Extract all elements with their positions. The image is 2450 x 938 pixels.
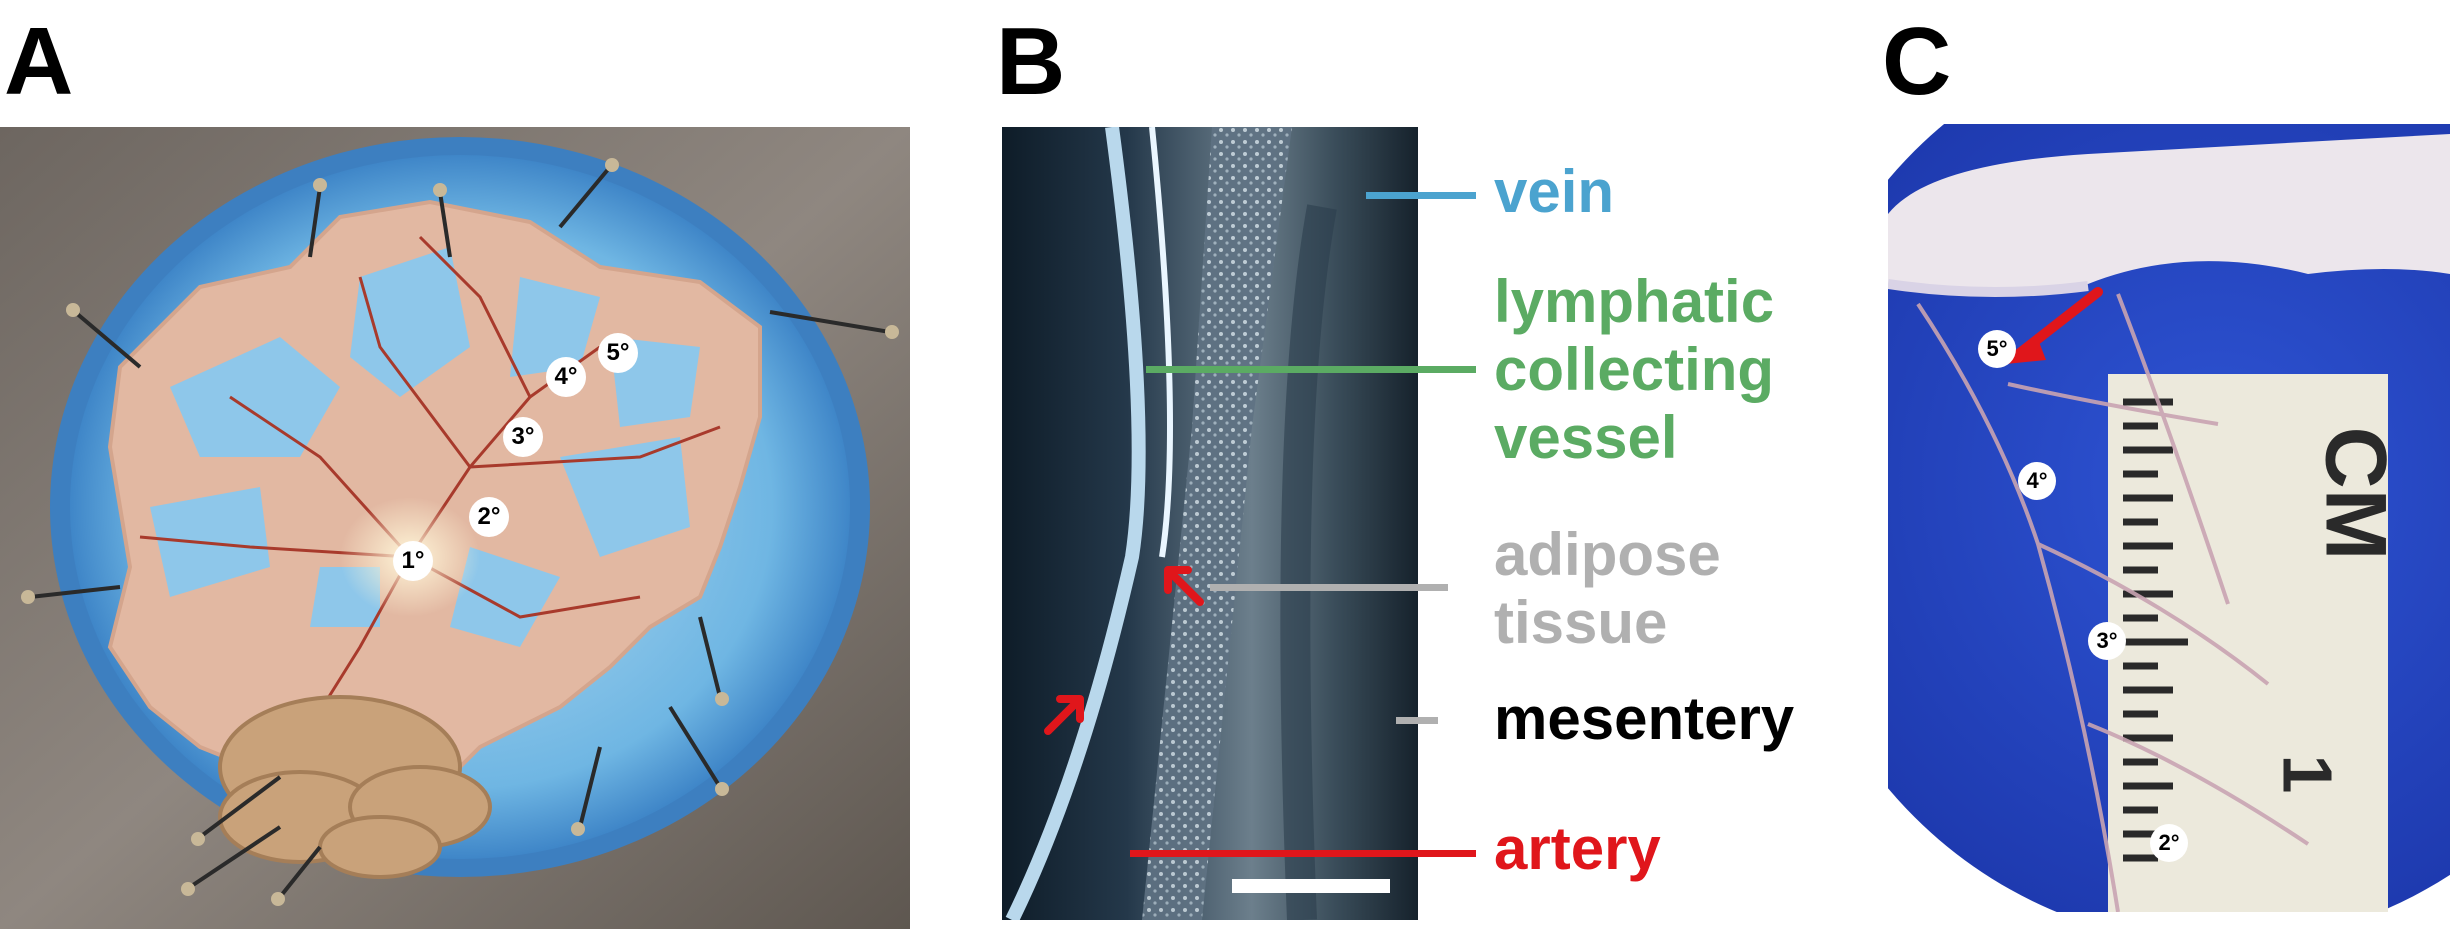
red-arrow-icon xyxy=(1044,695,1084,735)
panel-letter-b: B xyxy=(996,8,1066,115)
branch-order-badge-2: 2° xyxy=(469,497,509,537)
panel-letter-a: A xyxy=(4,8,74,115)
artery-label: artery xyxy=(1494,815,1661,882)
lymphatic-leader-line xyxy=(1146,366,1476,373)
branch-order-badge-5: 5° xyxy=(598,333,638,373)
mesentery-dish-illustration xyxy=(0,127,910,929)
adipose-leader-line xyxy=(1210,584,1448,591)
artery-leader-line xyxy=(1130,850,1476,857)
red-arrow-icon xyxy=(2006,287,2103,364)
branch-order-badge-2: 2° xyxy=(2150,824,2188,862)
red-arrow-icon xyxy=(1164,566,1204,606)
mesentery-leader-line xyxy=(1396,717,1438,724)
panel-b-micrograph xyxy=(1002,127,1418,920)
branch-order-badge-4: 4° xyxy=(546,357,586,397)
panel-c-photo: CM 1 5° 4° 3° 2° xyxy=(1888,124,2450,912)
vein-label: vein xyxy=(1494,158,1615,225)
branch-order-badge-5: 5° xyxy=(1978,330,2016,368)
branch-order-badge-1: 1° xyxy=(393,541,433,581)
vein-leader-line xyxy=(1366,192,1476,199)
branch-order-badge-3: 3° xyxy=(2088,622,2126,660)
panel-a-photo: 1° 2° 3° 4° 5° xyxy=(0,127,910,929)
mesentery-label: mesentery xyxy=(1494,685,1795,752)
vessel-micrograph-illustration xyxy=(1002,127,1418,920)
branch-order-badge-4: 4° xyxy=(2018,462,2056,500)
lymphatic-vessel-label: lymphatic collecting vessel xyxy=(1494,268,1775,471)
ruler-number-text: 1 xyxy=(2268,754,2347,794)
branch-order-badge-3: 3° xyxy=(503,417,543,457)
ruler-cm-text: CM xyxy=(2307,426,2404,561)
adipose-tissue-label: adipose tissue xyxy=(1494,521,1721,656)
ruler-vessel-illustration xyxy=(1888,124,2450,912)
scale-bar xyxy=(1232,879,1390,893)
panel-letter-c: C xyxy=(1882,8,1952,115)
